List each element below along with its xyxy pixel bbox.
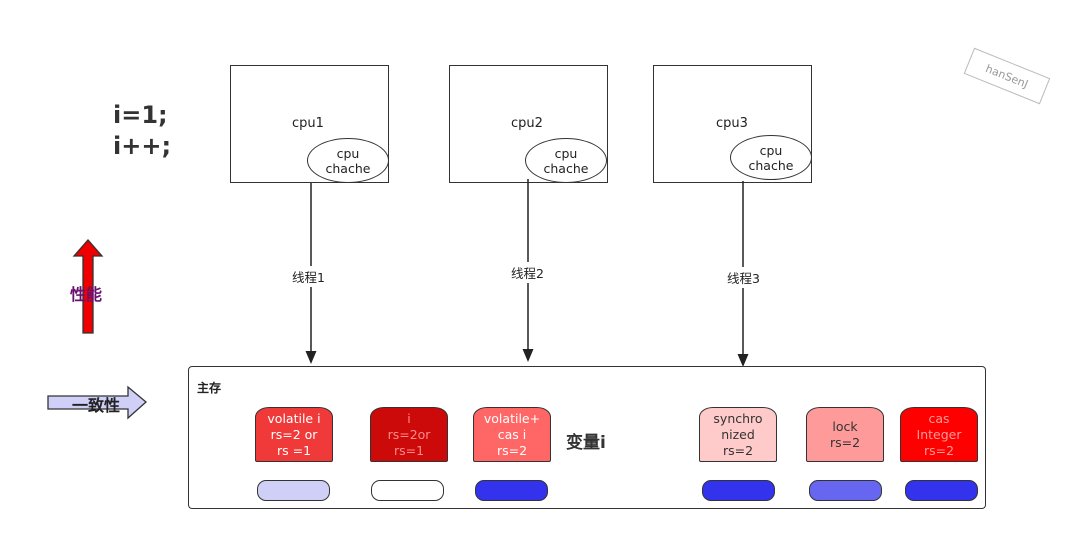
thread2-arrowhead xyxy=(522,349,534,362)
variable-card-synchronized: synchro nized rs=2 xyxy=(699,407,777,462)
card-line: nized xyxy=(721,426,755,442)
cpu2-cache-line2: chache xyxy=(543,160,589,176)
card-line: lock xyxy=(832,418,858,434)
variable-label: 变量i xyxy=(566,433,606,453)
thread3-label: 线程3 xyxy=(727,267,760,288)
consistency-label: 一致性 xyxy=(72,396,121,415)
cpu3-cache-line2: chache xyxy=(748,157,794,173)
code-block: i=1; i++; xyxy=(113,100,171,162)
cpu2-label: cpu2 xyxy=(511,116,543,131)
cpu2-cache: cpu chache xyxy=(525,138,607,183)
thread1-label: 线程1 xyxy=(292,266,325,287)
thread3-arrowhead xyxy=(737,354,749,367)
card-line: rs=2 xyxy=(829,434,861,450)
thread2-label: 线程2 xyxy=(511,262,544,283)
indicator-pill xyxy=(702,480,775,501)
card-line: volatile i xyxy=(267,410,321,426)
performance-label: 性能 xyxy=(70,285,103,304)
cpu3-label: cpu3 xyxy=(716,116,748,131)
card-line: rs=1 xyxy=(393,442,425,458)
cpu3-cache-line1: cpu xyxy=(759,142,783,158)
indicator-pill xyxy=(371,480,444,501)
card-line: volatile+ xyxy=(483,410,541,426)
performance-arrow-icon xyxy=(72,239,104,334)
card-line: cas xyxy=(928,410,950,426)
indicator-pill xyxy=(905,480,978,501)
cpu1-cache-line1: cpu xyxy=(336,145,360,161)
cpu1-cache: cpu chache xyxy=(307,138,389,183)
cpu2-cache-line1: cpu xyxy=(554,145,578,161)
thread1-arrowhead xyxy=(305,351,317,364)
code-line-2: i++; xyxy=(113,132,172,160)
cpu3-cache: cpu chache xyxy=(730,135,812,180)
code-line-1: i=1; xyxy=(113,101,168,129)
variable-card-volatile: volatile i rs=2 or rs =1 xyxy=(255,407,333,462)
variable-card-plain: i rs=2or rs=1 xyxy=(370,407,448,462)
card-line: cas i xyxy=(497,426,527,442)
card-line: synchro xyxy=(713,410,763,426)
card-line: i xyxy=(407,410,411,426)
card-line: rs=2or xyxy=(387,426,431,442)
indicator-pill xyxy=(475,480,548,501)
consistency-arrow-icon xyxy=(47,385,147,420)
variable-card-cas-integer: cas Integer rs=2 xyxy=(900,407,978,462)
variable-card-lock: lock rs=2 xyxy=(806,407,884,462)
indicator-pill xyxy=(257,480,330,501)
cpu1-cache-line2: chache xyxy=(325,160,371,176)
card-line: rs=2 xyxy=(496,442,528,458)
card-line: rs=2 or xyxy=(270,426,318,442)
indicator-pill xyxy=(809,480,882,501)
card-line: rs=2 xyxy=(722,442,754,458)
variable-card-volatile-cas: volatile+ cas i rs=2 xyxy=(473,407,551,462)
card-line: rs=2 xyxy=(923,442,955,458)
cpu1-label: cpu1 xyxy=(292,116,324,131)
card-line: rs =1 xyxy=(276,442,312,458)
main-memory-title: 主存 xyxy=(197,381,222,395)
card-line: Integer xyxy=(916,426,962,442)
